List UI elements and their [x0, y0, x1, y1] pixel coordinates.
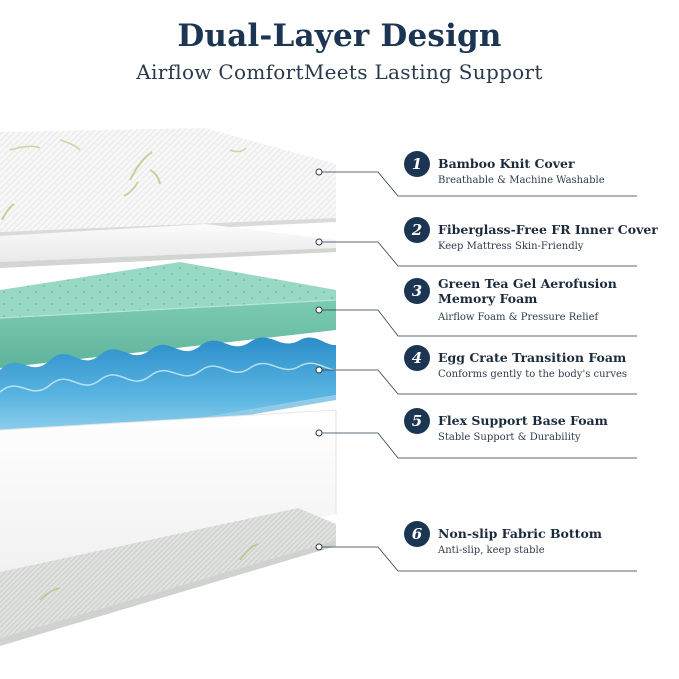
layer-green-memory-foam: [0, 262, 337, 368]
number-badge: 3: [404, 278, 430, 304]
number-badge: 2: [404, 217, 430, 243]
connector-dots: [315, 168, 323, 551]
layer-description: Keep Mattress Skin-Friendly: [438, 241, 584, 252]
layer-nonslip-bottom: [0, 508, 336, 646]
layer-name: Egg Crate Transition Foam: [438, 350, 627, 365]
number-badge: 4: [404, 345, 430, 371]
layer-name: Fiberglass-Free FR Inner Cover: [438, 222, 658, 237]
page-subtitle: Airflow ComfortMeets Lasting Support: [136, 60, 543, 84]
layer-base-foam: [0, 409, 337, 582]
page-title: Dual-Layer Design: [177, 18, 502, 54]
layer-description: Conforms gently to the body's curves: [438, 369, 628, 380]
number-badge: 6: [404, 521, 430, 547]
layer-fr-inner-cover: [0, 224, 336, 268]
layer-description: Airflow Foam & Pressure Relief: [438, 312, 599, 323]
layer-description: Breathable & Machine Washable: [438, 175, 605, 186]
number-badge: 5: [404, 408, 430, 434]
number-badge: 1: [404, 151, 430, 177]
layer-name: Green Tea Gel Aerofusion Memory Foam: [438, 276, 617, 306]
layer-bamboo-knit-cover: [0, 128, 336, 238]
connector-lines: [322, 171, 637, 572]
layer-description: Stable Support & Durability: [438, 432, 581, 443]
layer-name: Bamboo Knit Cover: [438, 156, 575, 171]
layer-name: Non-slip Fabric Bottom: [438, 526, 603, 541]
layer-description: Anti-slip, keep stable: [438, 545, 545, 556]
layer-name: Flex Support Base Foam: [438, 413, 608, 428]
